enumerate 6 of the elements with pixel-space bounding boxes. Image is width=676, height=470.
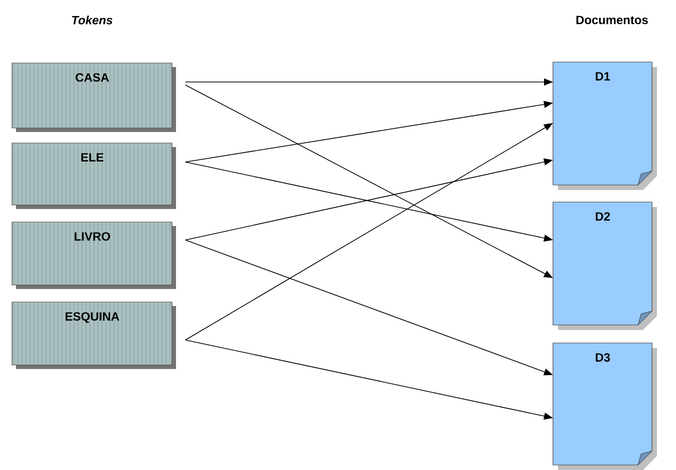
token-box: LIVRO [12, 222, 176, 289]
token-box: ELE [12, 142, 176, 209]
column-heading: Documentos [576, 16, 648, 24]
column-heading: Tokens [72, 16, 112, 24]
token-box: CASA [12, 62, 176, 132]
token-box: ESQUINA [12, 302, 176, 369]
